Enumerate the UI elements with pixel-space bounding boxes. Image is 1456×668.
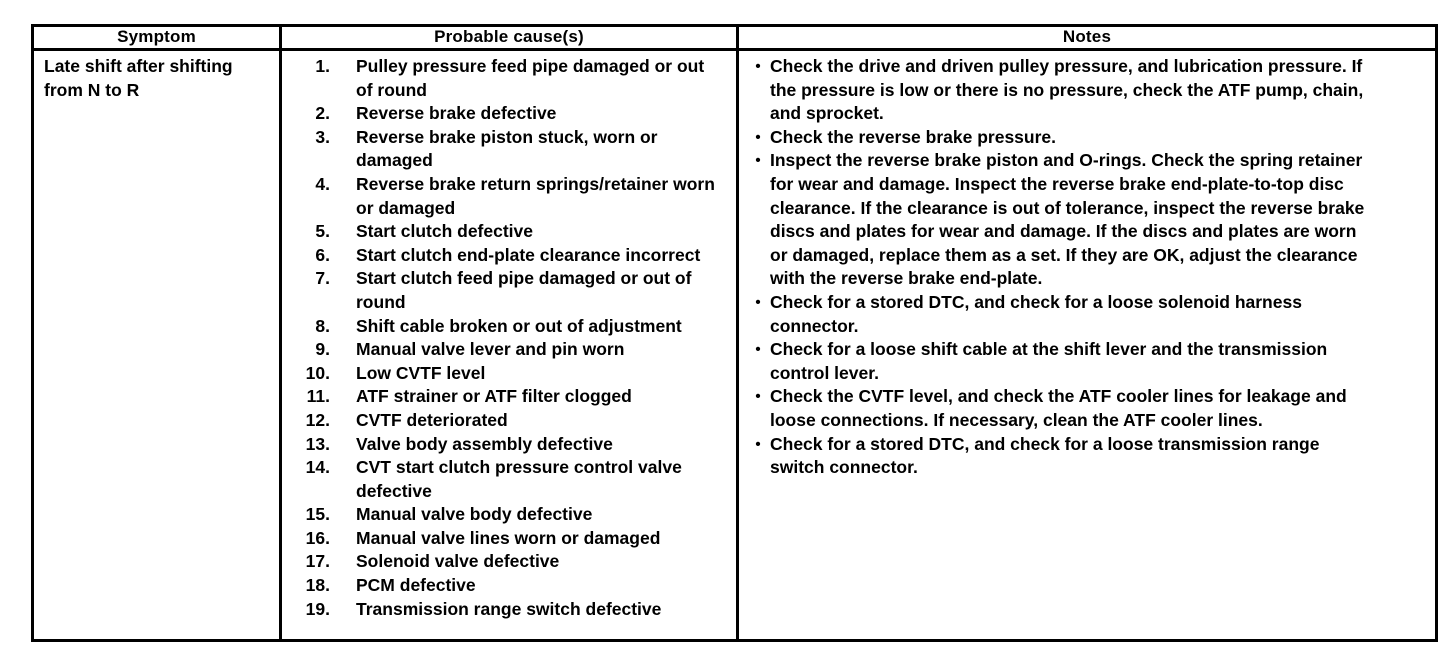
cause-item: 6. Start clutch end-plate clearance incor… xyxy=(282,244,730,268)
note-item: • Check the reverse brake pressure. xyxy=(739,126,1377,150)
cause-item: 4. Reverse brake return springs/retainer … xyxy=(282,173,730,220)
cause-text: Manual valve lever and pin worn xyxy=(356,339,625,360)
cause-text: ATF strainer or ATF filter clogged xyxy=(356,386,632,407)
cause-item: 8. Shift cable broken or out of adjustmen… xyxy=(282,315,730,339)
cause-item: 7. Start clutch feed pipe damaged or out … xyxy=(282,267,730,314)
cause-item: 13. Valve body assembly defective xyxy=(282,433,730,457)
table-row: Late shift after shifting from N to R 1.… xyxy=(31,48,1438,642)
cause-text: Start clutch end-plate clearance incorre… xyxy=(356,244,701,265)
cause-number: 19. xyxy=(305,598,330,619)
cause-text: Manual valve lines worn or damaged xyxy=(356,527,661,548)
note-text: Inspect the reverse brake piston and O-r… xyxy=(770,150,1365,289)
cause-number: 2. xyxy=(315,103,330,124)
cause-item: 3. Reverse brake piston stuck, worn or da… xyxy=(282,126,730,173)
cause-text: Start clutch feed pipe damaged or out of… xyxy=(356,268,692,312)
cause-text: CVT start clutch pressure control valve … xyxy=(356,457,682,501)
cause-number: 6. xyxy=(315,244,330,265)
header-row: Symptom Probable cause(s) Notes xyxy=(31,24,1438,51)
note-item: • Check the CVTF level, and check the ATF… xyxy=(739,385,1377,432)
cause-number: 17. xyxy=(305,551,330,572)
causes-cell: 1. Pulley pressure feed pipe damaged or o… xyxy=(279,48,739,642)
notes-list: • Check the drive and driven pulley press… xyxy=(739,51,1435,480)
note-text: Check for a stored DTC, and check for a … xyxy=(770,433,1320,478)
note-item: • Check for a loose shift cable at the sh… xyxy=(739,338,1377,385)
bullet-icon: • xyxy=(755,58,761,75)
note-text: Check the CVTF level, and check the ATF … xyxy=(770,386,1347,430)
bullet-icon: • xyxy=(755,435,761,453)
cause-item: 18. PCM defective xyxy=(282,574,730,598)
cause-item: 5. Start clutch defective xyxy=(282,220,730,244)
cause-text: Transmission range switch defective xyxy=(356,598,662,619)
cause-number: 7. xyxy=(315,268,330,289)
cause-number: 12. xyxy=(305,409,330,430)
cause-item: 12. CVTF deteriorated xyxy=(282,409,730,433)
cause-item: 2. Reverse brake defective xyxy=(282,102,730,126)
symptom-cell: Late shift after shifting from N to R xyxy=(31,48,282,642)
cause-number: 16. xyxy=(305,527,330,548)
header-symptom: Symptom xyxy=(31,24,282,51)
cause-number: 8. xyxy=(315,315,330,336)
header-probable-causes: Probable cause(s) xyxy=(279,24,739,51)
cause-number: 5. xyxy=(315,221,330,242)
cause-number: 4. xyxy=(315,173,330,194)
cause-text: Shift cable broken or out of adjustment xyxy=(356,315,682,336)
cause-text: CVTF deteriorated xyxy=(356,409,508,430)
cause-number: 14. xyxy=(305,457,330,478)
note-text: Check for a stored DTC, and check for a … xyxy=(770,291,1302,336)
note-item: • Check for a stored DTC, and check for a… xyxy=(739,291,1377,338)
note-item: • Check for a stored DTC, and check for a… xyxy=(739,433,1377,480)
cause-number: 10. xyxy=(305,362,330,383)
cause-text: Manual valve body defective xyxy=(356,504,593,525)
cause-text: Low CVTF level xyxy=(356,362,486,383)
cause-number: 13. xyxy=(305,433,330,454)
cause-number: 11. xyxy=(306,386,330,407)
troubleshooting-table: Symptom Probable cause(s) Notes Late shi… xyxy=(31,24,1438,642)
cause-text: Reverse brake return springs/retainer wo… xyxy=(356,173,715,218)
cause-text: Pulley pressure feed pipe damaged or out… xyxy=(356,56,705,100)
cause-item: 1. Pulley pressure feed pipe damaged or o… xyxy=(282,55,730,102)
cause-text: Solenoid valve defective xyxy=(356,551,560,572)
bullet-icon: • xyxy=(755,152,761,170)
cause-number: 18. xyxy=(305,575,330,596)
scanned-page: Symptom Probable cause(s) Notes Late shi… xyxy=(31,24,1438,642)
notes-cell: • Check the drive and driven pulley press… xyxy=(736,48,1438,642)
cause-item: 15. Manual valve body defective xyxy=(282,503,730,527)
cause-item: 17. Solenoid valve defective xyxy=(282,550,730,574)
bullet-icon: • xyxy=(755,388,761,406)
cause-text: Valve body assembly defective xyxy=(356,433,613,454)
cause-text: Start clutch defective xyxy=(356,221,533,242)
header-notes: Notes xyxy=(736,24,1438,51)
note-text: Check the reverse brake pressure. xyxy=(770,126,1056,147)
cause-item: 9. Manual valve lever and pin worn xyxy=(282,338,730,362)
bullet-icon: • xyxy=(755,293,761,311)
bullet-icon: • xyxy=(755,128,761,146)
cause-item: 19. Transmission range switch defective xyxy=(282,598,730,622)
bullet-icon: • xyxy=(755,341,761,359)
note-text: Check for a loose shift cable at the shi… xyxy=(770,339,1328,383)
note-text: Check the drive and driven pulley pressu… xyxy=(770,56,1364,124)
causes-list: 1. Pulley pressure feed pipe damaged or o… xyxy=(282,51,736,621)
note-item: • Check the drive and driven pulley press… xyxy=(739,55,1377,126)
cause-text: Reverse brake defective xyxy=(356,103,557,124)
cause-text: Reverse brake piston stuck, worn or dama… xyxy=(356,126,658,171)
cause-number: 15. xyxy=(305,504,330,525)
cause-text: PCM defective xyxy=(356,575,476,596)
cause-item: 10. Low CVTF level xyxy=(282,362,730,386)
cause-number: 1. xyxy=(315,56,330,76)
cause-item: 11. ATF strainer or ATF filter clogged xyxy=(282,385,730,409)
cause-item: 14. CVT start clutch pressure control val… xyxy=(282,456,730,503)
cause-number: 9. xyxy=(315,339,330,360)
cause-item: 16. Manual valve lines worn or damaged xyxy=(282,527,730,551)
note-item: • Inspect the reverse brake piston and O-… xyxy=(739,149,1377,291)
symptom-text: Late shift after shifting from N to R xyxy=(44,56,233,100)
cause-number: 3. xyxy=(315,126,330,147)
